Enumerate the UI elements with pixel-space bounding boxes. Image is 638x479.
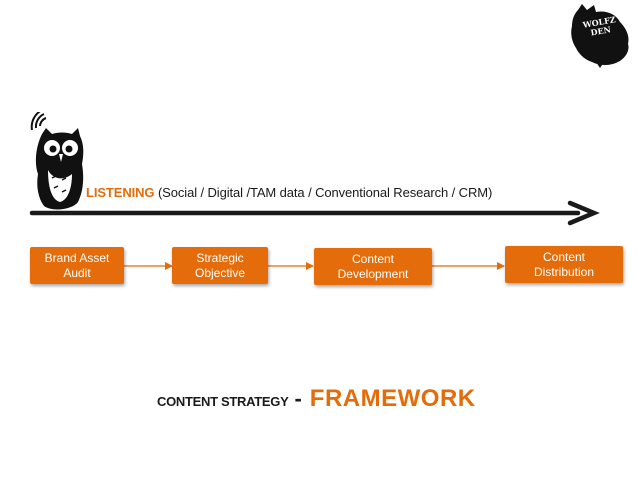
wolf-head-icon xyxy=(571,4,629,68)
step-label-line2: Development xyxy=(337,266,409,281)
step-label-line1: Strategic xyxy=(196,250,244,265)
listening-label: LISTENING (Social / Digital /TAM data / … xyxy=(86,185,492,200)
step-label-line2: Distribution xyxy=(533,264,595,279)
step-label-line2: Audit xyxy=(63,265,91,280)
listening-sources: (Social / Digital /TAM data / Convention… xyxy=(154,185,493,200)
step-label-line1: Content xyxy=(542,249,586,264)
timeline-arrow-head xyxy=(567,200,600,226)
page-title: CONTENT STRATEGY - FRAMEWORK xyxy=(157,385,476,413)
step-label-line1: Brand Asset xyxy=(44,250,110,265)
title-label: CONTENT STRATEGY xyxy=(157,394,289,409)
step-label-line1: Content xyxy=(351,251,395,266)
title-emphasis: FRAMEWORK xyxy=(309,385,476,412)
step-label-line2: Objective xyxy=(194,265,246,280)
listening-highlight: LISTENING xyxy=(86,185,155,200)
wolf-logo: WOLFZ DEN xyxy=(560,2,636,68)
title-dash: - xyxy=(294,386,302,411)
owl-listening-icon xyxy=(28,109,84,212)
